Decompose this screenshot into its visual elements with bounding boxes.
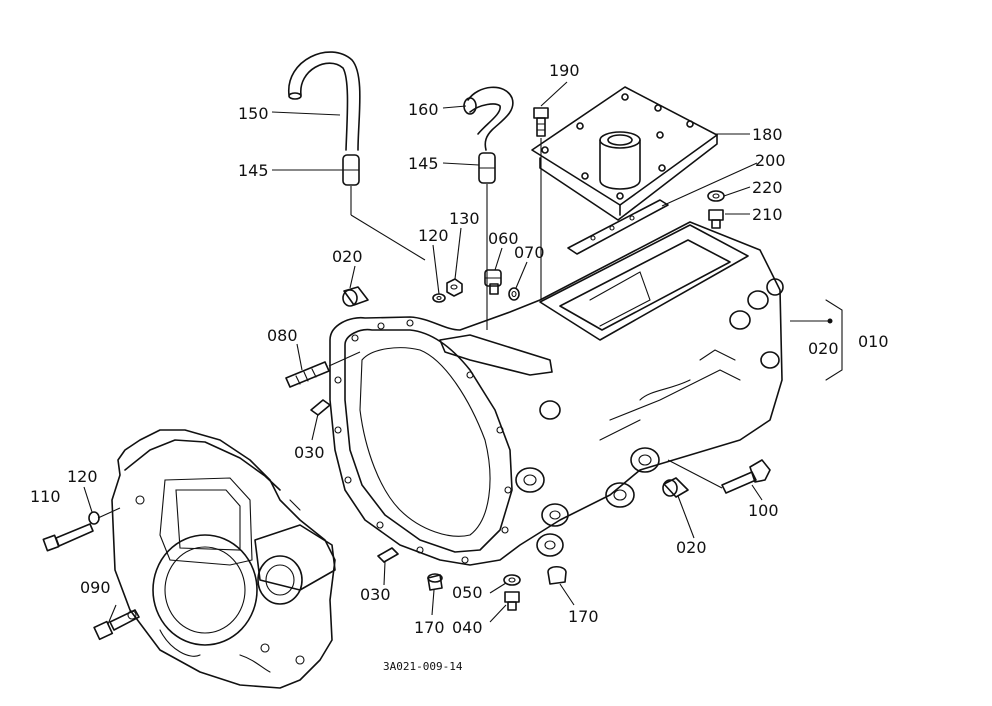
washer-220 bbox=[707, 190, 725, 202]
callout-050: 050 bbox=[452, 583, 483, 602]
top-cover-180 bbox=[531, 86, 718, 221]
callout-100: 100 bbox=[748, 501, 779, 520]
callout-180: 180 bbox=[752, 125, 783, 144]
callout-030-upper: 030 bbox=[294, 443, 325, 462]
plug-170-left bbox=[427, 573, 443, 591]
callout-040: 040 bbox=[452, 618, 483, 637]
plug-210 bbox=[708, 209, 724, 229]
callout-150: 150 bbox=[238, 104, 269, 123]
hose-clamp-145-left bbox=[342, 154, 426, 261]
hose-clamp-145-right bbox=[478, 152, 496, 330]
stud-080 bbox=[285, 351, 361, 388]
callout-190: 190 bbox=[549, 61, 580, 80]
callout-060: 060 bbox=[488, 229, 519, 248]
callout-020-right: 020 bbox=[808, 339, 839, 358]
clutch-housing bbox=[111, 429, 336, 689]
group-bracket-010 bbox=[790, 299, 843, 381]
pin-030-lower bbox=[377, 547, 399, 563]
callout-170-right: 170 bbox=[568, 607, 599, 626]
nut-130 bbox=[446, 278, 463, 297]
callout-090: 090 bbox=[80, 578, 111, 597]
bolt-100 bbox=[667, 459, 771, 494]
callout-170-left: 170 bbox=[414, 618, 445, 637]
hose-150 bbox=[288, 51, 361, 151]
bolt-090 bbox=[93, 609, 140, 641]
callout-020-lower: 020 bbox=[676, 538, 707, 557]
callout-210: 210 bbox=[752, 205, 783, 224]
callout-120-top: 120 bbox=[418, 226, 449, 245]
transmission-case-010 bbox=[329, 221, 784, 566]
callout-020-top: 020 bbox=[332, 247, 363, 266]
washer-120-top bbox=[432, 293, 446, 303]
dowel-020-lower bbox=[662, 477, 689, 498]
callout-labels: 150 160 190 180 200 220 210 145 145 130 … bbox=[30, 61, 889, 673]
hose-elbow-160 bbox=[463, 86, 514, 151]
callout-220: 220 bbox=[752, 178, 783, 197]
callout-070: 070 bbox=[514, 243, 545, 262]
callout-145-left: 145 bbox=[238, 161, 269, 180]
drawing-code: 3A021-009-14 bbox=[383, 660, 463, 673]
callout-110: 110 bbox=[30, 487, 61, 506]
callout-145-right: 145 bbox=[408, 154, 439, 173]
washer-050 bbox=[503, 574, 521, 586]
plug-040 bbox=[504, 591, 520, 611]
dowel-020-top bbox=[342, 286, 369, 307]
callout-130: 130 bbox=[449, 209, 480, 228]
parts-artwork bbox=[42, 51, 843, 689]
bolt-190 bbox=[533, 107, 549, 300]
callout-200: 200 bbox=[755, 151, 786, 170]
callout-010: 010 bbox=[858, 332, 889, 351]
callout-080: 080 bbox=[267, 326, 298, 345]
gasket-strip-200 bbox=[567, 199, 669, 255]
plug-170-right bbox=[547, 565, 567, 585]
pin-030-upper bbox=[310, 399, 331, 416]
callout-160: 160 bbox=[408, 100, 439, 119]
callout-030-lower: 030 bbox=[360, 585, 391, 604]
callout-120-left: 120 bbox=[67, 467, 98, 486]
washer-120-left bbox=[88, 511, 100, 525]
leader-lines bbox=[83, 81, 763, 625]
washer-070 bbox=[508, 287, 520, 301]
fitting-060 bbox=[484, 269, 502, 295]
bolt-110 bbox=[42, 507, 121, 552]
